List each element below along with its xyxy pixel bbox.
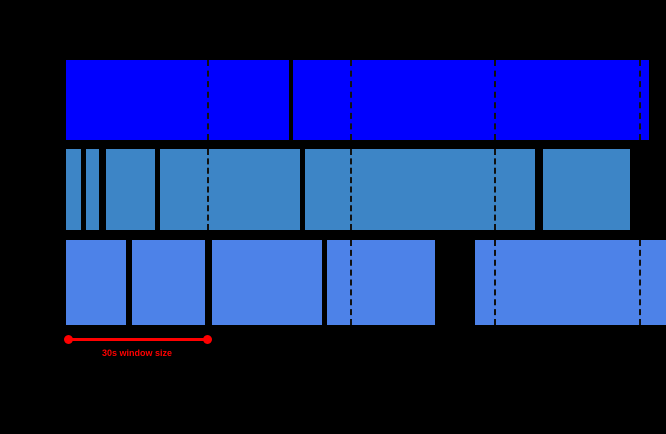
timeline-segment[interactable]: [66, 240, 126, 325]
timeline-segment[interactable]: [86, 149, 99, 230]
timeline-segment[interactable]: [160, 149, 300, 230]
timeline-segment[interactable]: [132, 240, 205, 325]
timeline-segment[interactable]: [327, 240, 435, 325]
timeline-lane-2: [0, 149, 666, 230]
window-size-right-endpoint-icon: [203, 335, 212, 344]
timeline-lane-3: [0, 240, 666, 325]
timeline-segment[interactable]: [66, 149, 81, 230]
timeline-lane-1: [0, 60, 666, 140]
window-size-label: 30s window size: [102, 348, 173, 358]
timeline-segment[interactable]: [475, 240, 666, 325]
timeline-segment[interactable]: [305, 149, 535, 230]
window-size-bracket-line: [68, 338, 207, 341]
window-size-left-endpoint-icon: [64, 335, 73, 344]
timeline-segment[interactable]: [106, 149, 155, 230]
timeline-segment[interactable]: [212, 240, 322, 325]
timeline-segment[interactable]: [293, 60, 649, 140]
timeline-segment[interactable]: [66, 60, 289, 140]
timeline-segment[interactable]: [543, 149, 630, 230]
